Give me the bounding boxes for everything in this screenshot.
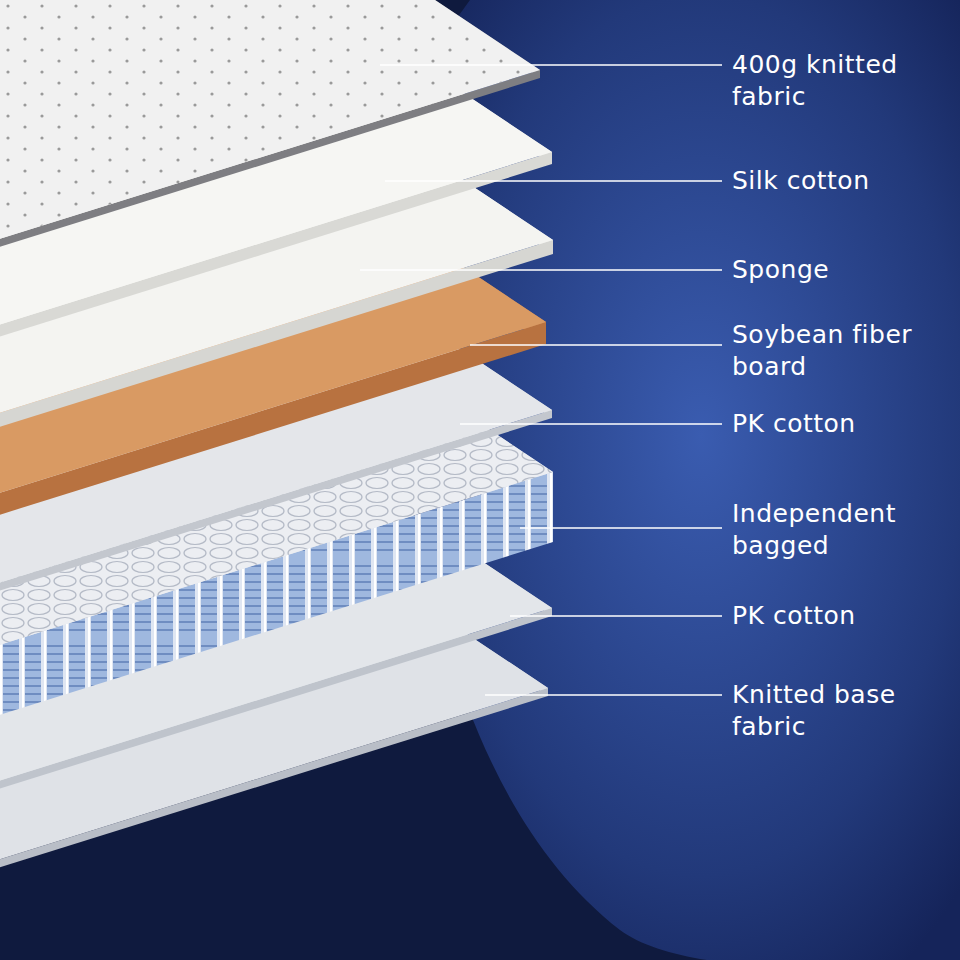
layer-top (0, 0, 540, 270)
mattress-layers (0, 0, 553, 896)
layer-label: Independent bagged (732, 498, 952, 562)
layer-label: 400g knitted fabric (732, 49, 952, 113)
layer-label: Soybean fiber board (732, 319, 952, 383)
leader-lines (360, 65, 722, 695)
quilting-dots (0, 0, 540, 270)
layer-label: PK cotton (732, 600, 952, 632)
layer-label: Sponge (732, 254, 952, 286)
layer-label: PK cotton (732, 408, 952, 440)
layer-label: Knitted base fabric (732, 679, 952, 743)
layer-label: Silk cotton (732, 165, 952, 197)
